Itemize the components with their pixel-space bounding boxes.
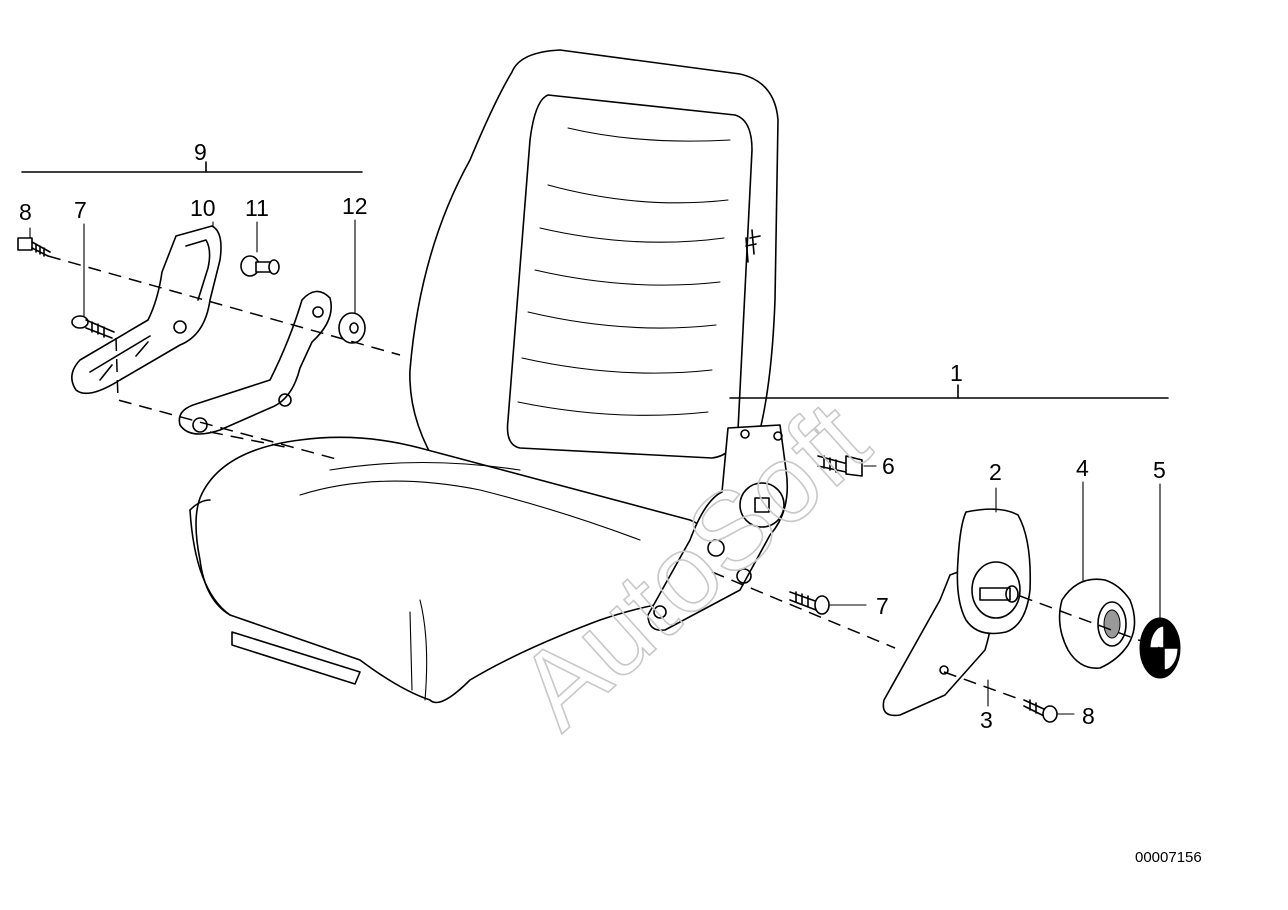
callout-5: 5 (1153, 457, 1166, 483)
screw-8-left (17, 237, 51, 257)
callout-1: 1 (950, 360, 963, 386)
lever-bracket (178, 290, 332, 435)
backrest-logo (745, 229, 761, 263)
callout-10: 10 (190, 195, 216, 221)
dash-right-1 (711, 571, 896, 649)
seat-rail (231, 631, 361, 685)
seat-assembly (189, 49, 789, 704)
seat-pleat-3 (409, 599, 428, 701)
bushing-11 (240, 255, 280, 277)
seat-pleat-1 (299, 480, 641, 541)
washer-12 (338, 312, 366, 344)
callout-6: 6 (882, 453, 895, 479)
lever-hole-3 (192, 417, 208, 433)
seat-pleat-2 (329, 461, 521, 471)
lever-hole-1 (312, 306, 324, 318)
callout-8-right: 8 (1082, 703, 1095, 729)
screw-7-left (71, 315, 115, 339)
cover-2-shaft-end (1005, 585, 1019, 603)
hinge-hole-1 (707, 539, 725, 557)
cover-2-shaft (979, 587, 1011, 601)
bolt-6 (817, 455, 877, 477)
callout-9: 9 (194, 139, 207, 165)
callout-labels: 9 8 7 10 11 12 1 6 2 4 5 7 3 8 (19, 139, 1166, 733)
callout-12: 12 (342, 193, 368, 219)
hinge-square-shaft (754, 497, 770, 513)
backrest-pleats (517, 127, 731, 416)
callout-8-left: 8 (19, 199, 32, 225)
dash-right-2 (1019, 595, 1161, 649)
dash-right-3 (943, 671, 1023, 701)
trim-cover-10 (71, 225, 222, 395)
screw-8-right (1023, 699, 1075, 723)
hinge-hole-5 (773, 431, 783, 441)
callout-11: 11 (245, 195, 269, 221)
hinge-hole-3 (653, 605, 667, 619)
screw-7-right (789, 591, 867, 615)
backrest-panel (506, 94, 753, 459)
callout-2: 2 (989, 459, 1002, 485)
recliner-hinge-plate (647, 424, 789, 632)
callout-7-left: 7 (74, 197, 87, 223)
hinge-hole-2 (736, 568, 752, 584)
left-parts (17, 161, 401, 461)
right-parts (711, 384, 1181, 723)
lever-hole-2 (278, 393, 292, 407)
callout-3: 3 (980, 707, 993, 733)
trim-cover-inner (89, 239, 211, 381)
seat-front-edge (189, 499, 231, 616)
catalog-number: 00007156 (1135, 849, 1202, 866)
plate-3-hole (939, 665, 949, 675)
dash-left-1 (47, 255, 401, 356)
callout-4: 4 (1076, 455, 1089, 481)
hinge-hole-4 (740, 429, 750, 439)
dash-left-3 (209, 431, 291, 449)
knob-4 (1058, 578, 1136, 669)
dash-left-2 (115, 337, 341, 461)
callout-7-right: 7 (876, 593, 889, 619)
trim-cover-hole (173, 320, 187, 334)
